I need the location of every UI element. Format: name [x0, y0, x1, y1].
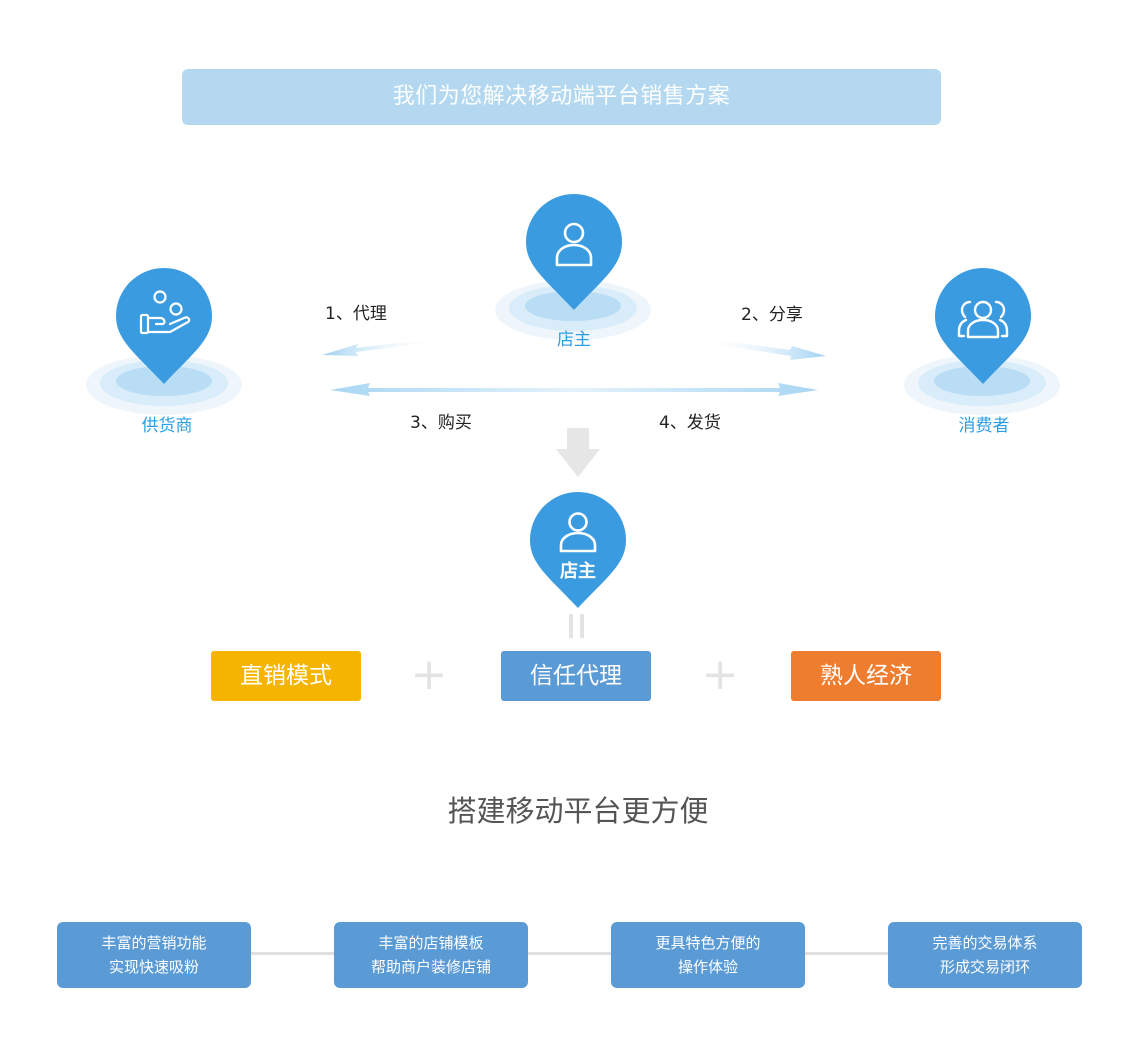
feature-line-2: 操作体验	[677, 958, 738, 976]
arrow-agent	[322, 338, 440, 356]
step-purchase-label: 3、购买	[410, 413, 472, 433]
step-share-label: 2、分享	[741, 305, 803, 325]
group-users-icon	[957, 300, 1009, 339]
banner: 我们为您解决移动端平台销售方案	[182, 69, 941, 125]
plus-sign: +	[701, 649, 739, 700]
consumer-label: 消费者	[958, 416, 1010, 436]
supplier-pin	[116, 268, 212, 384]
step-ship-label: 4、发货	[659, 413, 721, 433]
feature-line-2: 帮助商户装修店铺	[370, 958, 491, 976]
feature-marketing: 丰富的营销功能 实现快速吸粉	[57, 922, 251, 988]
feature-connector-line	[150, 952, 990, 955]
arrow-purchase-ship	[330, 383, 818, 396]
user-icon	[555, 222, 593, 267]
hand-coins-icon	[139, 290, 191, 335]
consumer-ring	[904, 355, 1060, 415]
feature-line-1: 更具特色方便的	[655, 934, 761, 952]
mode-direct-sales-label: 直销模式	[240, 663, 332, 689]
equals-icon	[569, 614, 584, 638]
plus-sign: +	[410, 649, 448, 700]
user-icon	[559, 512, 597, 553]
mode-direct-sales: 直销模式	[211, 651, 361, 701]
section-title: 搭建移动平台更方便	[447, 794, 709, 828]
down-arrow-icon	[556, 428, 600, 477]
feature-line-1: 丰富的店铺模板	[378, 934, 484, 952]
step-agent-label: 1、代理	[325, 304, 387, 324]
mode-acquaintance-economy-label: 熟人经济	[820, 663, 912, 689]
owner-top-label: 店主	[557, 330, 591, 350]
feature-line-2: 实现快速吸粉	[108, 958, 199, 976]
arrow-share	[700, 338, 826, 360]
owner-center-label: 店主	[560, 561, 596, 582]
feature-transaction: 完善的交易体系 形成交易闭环	[888, 922, 1082, 988]
mode-trust-agent: 信任代理	[501, 651, 651, 701]
feature-line-1: 丰富的营销功能	[101, 934, 207, 952]
feature-templates: 丰富的店铺模板 帮助商户装修店铺	[334, 922, 528, 988]
mode-acquaintance-economy: 熟人经济	[791, 651, 941, 701]
supplier-label: 供货商	[141, 416, 193, 436]
feature-experience: 更具特色方便的 操作体验	[611, 922, 805, 988]
consumer-pin	[935, 268, 1031, 384]
feature-line-1: 完善的交易体系	[932, 934, 1038, 952]
feature-line-2: 形成交易闭环	[939, 958, 1030, 976]
banner-title: 我们为您解决移动端平台销售方案	[392, 84, 731, 109]
owner-top-pin	[526, 194, 622, 310]
mode-trust-agent-label: 信任代理	[530, 663, 622, 689]
